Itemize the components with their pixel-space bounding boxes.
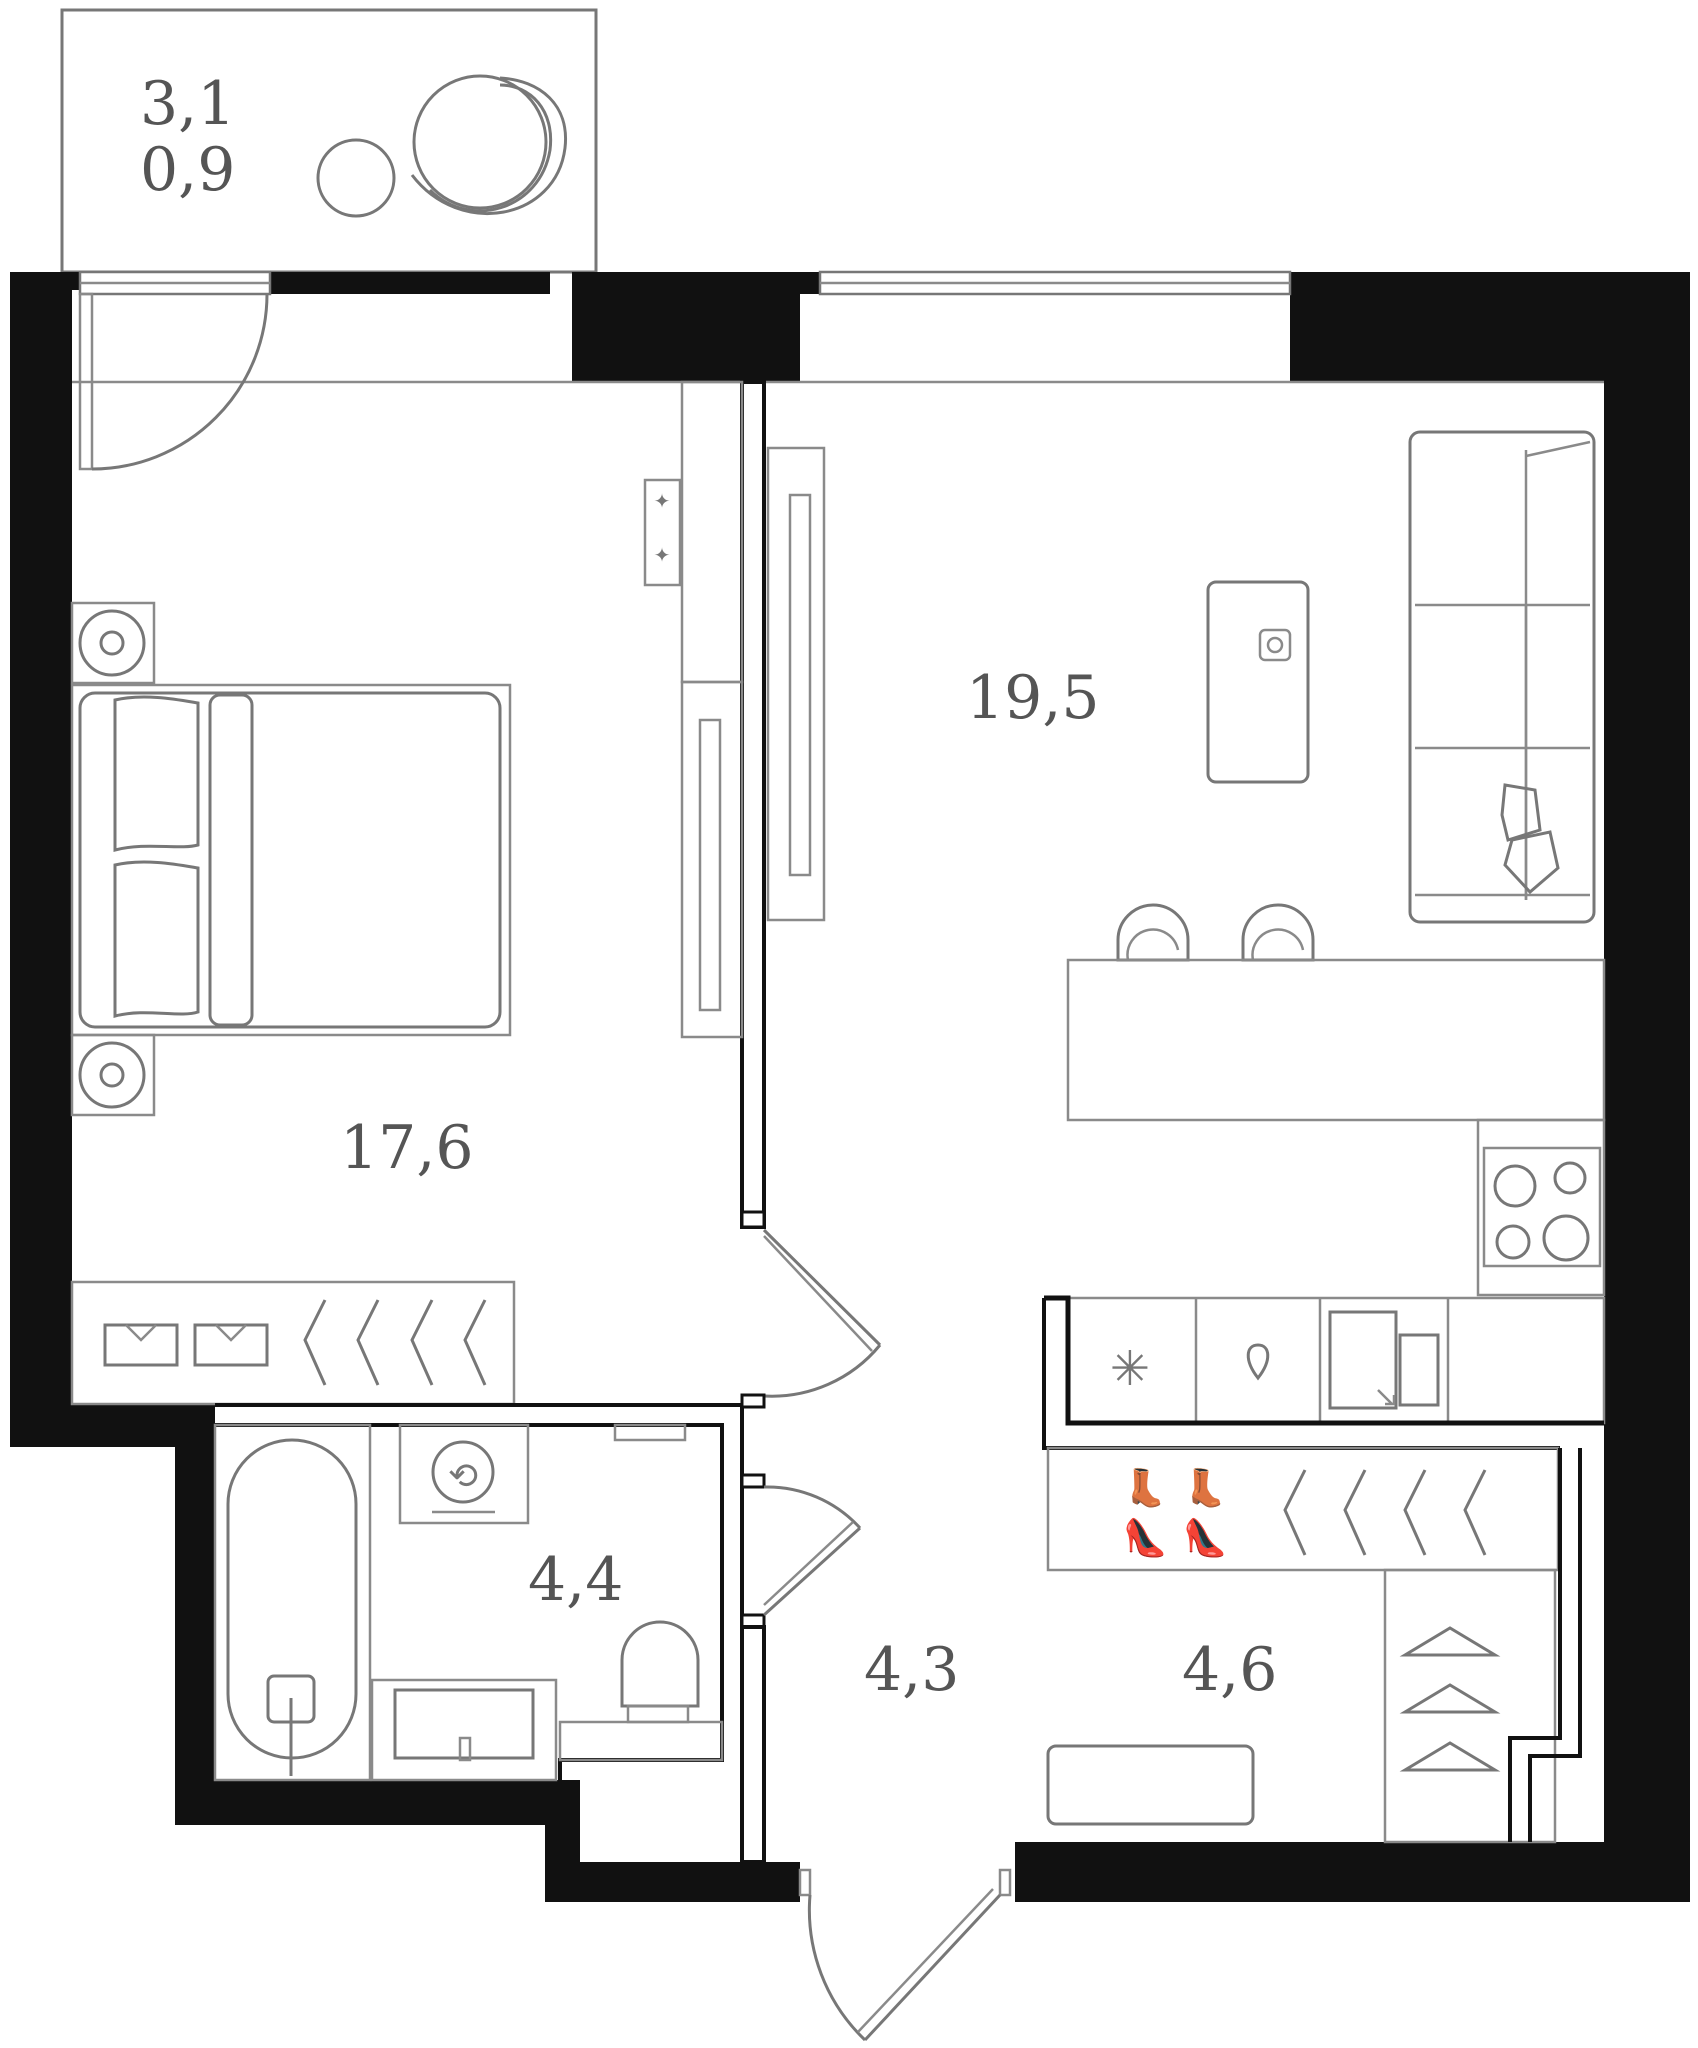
- sink: [370, 1678, 558, 1782]
- washing-machine: ⟲: [398, 1423, 530, 1525]
- bar-stools: [1116, 903, 1315, 962]
- bathroom-door: [740, 1393, 862, 1864]
- bathroom: ⟲: [213, 1403, 744, 1782]
- entry-wardrobe: 👢 👢 👠 👠: [1046, 1446, 1582, 1844]
- bedroom-furniture: ✦ ✦: [70, 478, 682, 1406]
- balcony-area-label: 3,1: [140, 69, 235, 139]
- partition-bedroom-living: [680, 380, 826, 1229]
- bathroom-area-label: 4,4: [528, 1545, 623, 1615]
- balcony-chair: [410, 74, 568, 215]
- svg-text:👠: 👠: [1183, 1516, 1228, 1559]
- wardrobe-area-label: 4,6: [1182, 1635, 1277, 1705]
- walls: [10, 272, 1690, 1902]
- bedroom-door: [740, 1210, 882, 1398]
- balcony-door: [78, 292, 269, 471]
- balcony-table: [316, 138, 396, 218]
- bedroom-area-label: 17,6: [340, 1113, 474, 1183]
- windows: [72, 270, 1604, 384]
- bedroom-wardrobe: [70, 1280, 516, 1406]
- kitchen-island: [1066, 958, 1606, 1122]
- living-furniture: ✳: [1042, 430, 1606, 1450]
- bed: [70, 683, 512, 1037]
- entrance-door: [798, 1868, 1012, 2042]
- svg-text:✦: ✦: [654, 489, 671, 513]
- kitchen-counter: ✳: [1042, 1295, 1606, 1450]
- svg-text:👢: 👢: [1183, 1467, 1228, 1509]
- svg-text:✦: ✦: [654, 543, 671, 567]
- hallway-area-label: 4,3: [864, 1635, 959, 1705]
- cooktop: [1476, 1118, 1606, 1297]
- svg-text:👠: 👠: [1123, 1516, 1168, 1559]
- bedside-panel: ✦ ✦: [643, 478, 682, 587]
- balcony-secondary-label: 0,9: [140, 135, 235, 205]
- balcony: [60, 8, 598, 274]
- toilet: [558, 1620, 724, 1762]
- entry-rug: [1046, 1744, 1255, 1826]
- svg-text:👢: 👢: [1123, 1467, 1168, 1509]
- svg-text:✳: ✳: [1110, 1341, 1150, 1397]
- svg-text:⟲: ⟲: [448, 1456, 478, 1497]
- sofa: [1408, 430, 1596, 924]
- coffee-table: [1206, 580, 1310, 784]
- bathtub: [213, 1423, 372, 1782]
- living-area-label: 19,5: [966, 663, 1100, 733]
